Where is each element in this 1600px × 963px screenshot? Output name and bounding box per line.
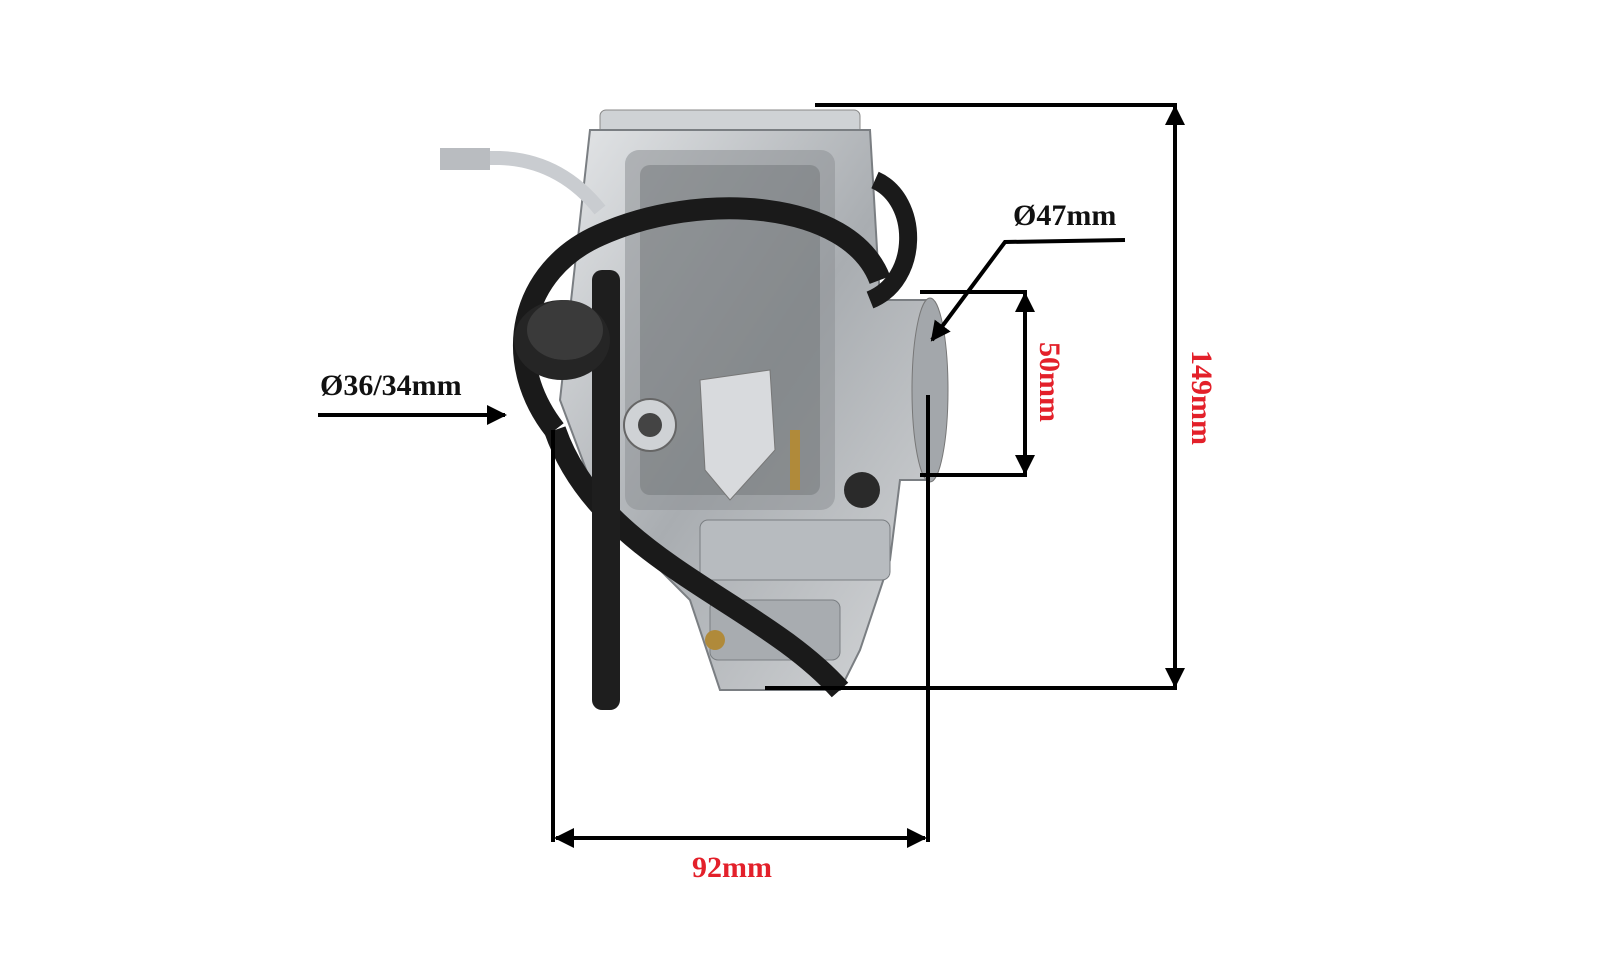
inlet-diameter-callout: Ø47mm	[930, 199, 1126, 342]
carburetor-image	[440, 109, 949, 710]
flange-height-dimension: 50mm	[920, 290, 1066, 477]
outlet-diameter-callout: Ø36/34mm	[318, 369, 507, 425]
total-height-dimension: 149mm	[765, 103, 1218, 690]
total-height-label: 149mm	[1185, 350, 1218, 445]
total-width-label: 92mm	[692, 851, 772, 884]
flange-height-label: 50mm	[1033, 342, 1066, 422]
outlet-diameter-label: Ø36/34mm	[320, 369, 462, 402]
total-width-dimension: 92mm	[551, 395, 930, 884]
inlet-diameter-label: Ø47mm	[1013, 199, 1116, 232]
